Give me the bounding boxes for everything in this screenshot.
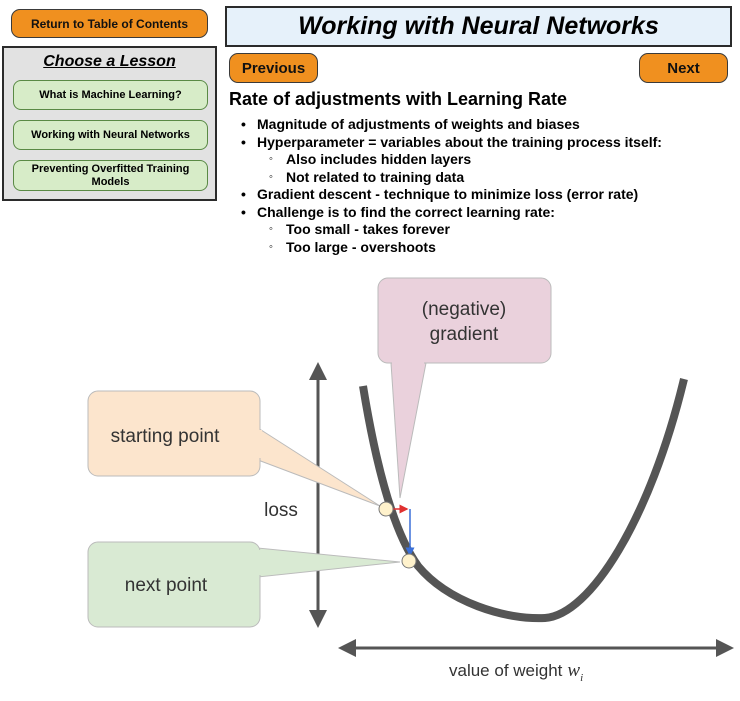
y-axis <box>309 362 327 628</box>
lesson-panel: Choose a Lesson What is Machine Learning… <box>2 46 217 201</box>
x-axis-label-text: value of weight <box>449 661 563 680</box>
starting-point-callout: starting point <box>87 390 381 507</box>
section-heading: Rate of adjustments with Learning Rate <box>229 89 568 109</box>
x-axis <box>338 639 734 657</box>
next-point-marker <box>401 553 417 569</box>
starting-point-label: starting point <box>111 426 221 447</box>
next-point-callout: next point <box>87 541 401 628</box>
starting-point-marker <box>378 501 394 517</box>
lesson-neural-networks-button[interactable]: Working with Neural Networks <box>13 120 208 150</box>
y-axis-label: loss <box>264 500 298 521</box>
bullet-item: Hyperparameter = variables about the tra… <box>241 134 662 152</box>
bullet-item: Magnitude of adjustments of weights and … <box>241 116 662 134</box>
bullet-item: Gradient descent - technique to minimize… <box>241 186 662 204</box>
loss-curve <box>359 378 688 623</box>
sub-bullet-item: Not related to training data <box>241 169 662 187</box>
sub-bullet-item: Also includes hidden layers <box>241 151 662 169</box>
previous-button[interactable]: Previous <box>229 53 318 83</box>
next-point-label: next point <box>125 575 208 596</box>
gradient-callout: (negative) gradient <box>377 277 552 499</box>
sub-bullet-item: Too large - overshoots <box>241 239 662 257</box>
gradient-descent-diagram: (negative) gradient starting point next … <box>87 277 734 684</box>
lesson-what-is-ml-button[interactable]: What is Machine Learning? <box>13 80 208 110</box>
bullet-item: Challenge is to find the correct learnin… <box>241 204 662 222</box>
lesson-panel-heading: Choose a Lesson <box>43 53 176 70</box>
page-title: Working with Neural Networks <box>298 12 659 40</box>
x-axis-symbol: w <box>567 660 580 681</box>
page-title-box: Working with Neural Networks <box>225 6 732 47</box>
next-button[interactable]: Next <box>639 53 728 83</box>
gradient-callout-line2: gradient <box>430 324 499 345</box>
lesson-overfitting-button[interactable]: Preventing Overfitted Training Models <box>13 160 208 191</box>
bullet-list: Magnitude of adjustments of weights and … <box>241 116 662 256</box>
x-axis-subscript: i <box>580 672 583 684</box>
sub-bullet-item: Too small - takes forever <box>241 221 662 239</box>
gradient-callout-line1: (negative) <box>422 299 507 320</box>
return-to-toc-button[interactable]: Return to Table of Contents <box>11 9 208 38</box>
